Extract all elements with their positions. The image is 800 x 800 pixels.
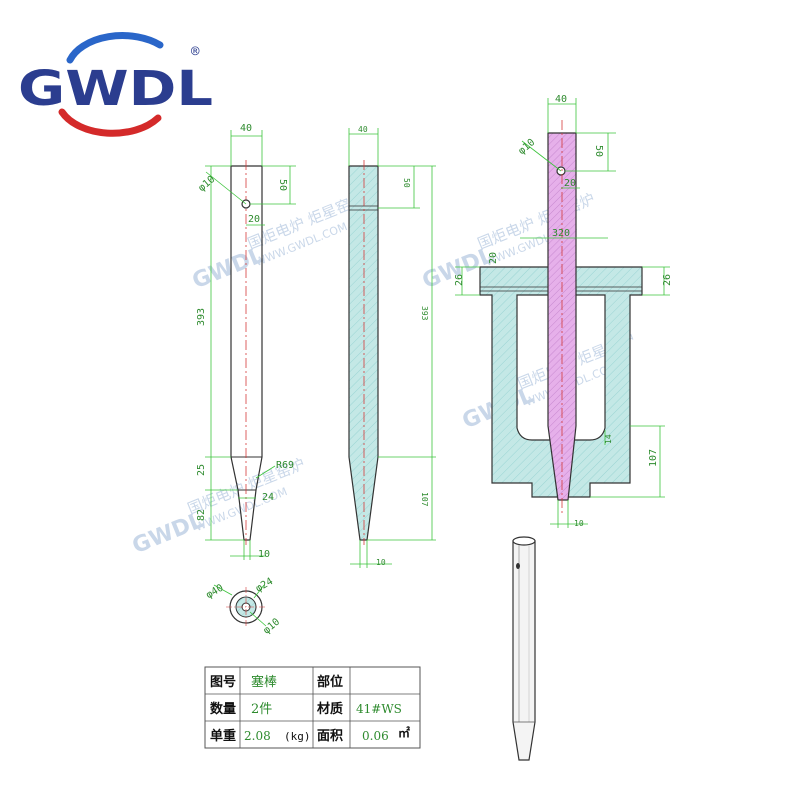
rod-body-filled — [348, 165, 379, 541]
dim-mid-dia: 24 — [262, 492, 274, 503]
logo-arc-blue-icon — [66, 32, 164, 64]
tb-key-part: 部位 — [317, 674, 343, 690]
title-block: 图号 塞棒 部位 数量 2件 材质 41#WS 单重 2.08 (kg) 面积 … — [204, 666, 421, 749]
dim-length-main: 393 — [196, 308, 207, 326]
tb-unit-weight: (kg) — [284, 730, 311, 743]
dim-tip-len: 82 — [196, 509, 207, 521]
dim-tip-width-2: 10 — [376, 558, 386, 567]
tb-val-quantity: 2件 — [251, 702, 272, 717]
dim-bottom-height-3: 107 — [648, 449, 659, 467]
dim-width-top-3: 40 — [555, 94, 567, 105]
dim-hole-offset-2: 50 — [402, 178, 411, 188]
dim-tip-width-3: 10 — [574, 519, 584, 528]
section-view: φ40 φ24 φ10 — [204, 576, 282, 637]
tb-key-area: 面积 — [317, 728, 343, 744]
tb-unit-area: ㎡ — [398, 725, 410, 740]
dim-outer-dia: φ40 — [204, 583, 225, 602]
logo-text: GWDL — [18, 61, 213, 117]
watermark-1: GWDL 国炬电炉 炬星窑炉 WWW.GWDL.COM — [189, 190, 368, 294]
dim-length-main-2: 393 — [420, 306, 429, 321]
registered-mark: ® — [191, 44, 200, 60]
view3-assembly: 40 φ10 50 20 320 26 20 26 14 107 10 — [454, 94, 673, 528]
dim-mid-dia-section: φ24 — [254, 576, 275, 595]
view2-rod-filled: 40 50 393 107 10 — [348, 125, 436, 568]
tb-key-drawing-no: 图号 — [210, 675, 236, 690]
dim-width-top-2: 40 — [358, 125, 368, 134]
dim-flange-left-3: 26 — [454, 274, 465, 286]
dim-hole-dia-3: φ10 — [516, 137, 537, 157]
tb-val-material: 41#WS — [356, 702, 402, 716]
brand-logo: GWDL ® — [18, 32, 213, 137]
dim-flange-right-3: 26 — [662, 274, 673, 286]
tb-key-quantity: 数量 — [210, 701, 236, 717]
tb-val-unit-weight: 2.08 — [244, 729, 271, 743]
dim-hole-offset: 50 — [277, 179, 288, 191]
dim-radius: R69 — [276, 460, 294, 471]
dim-tip-len-2: 107 — [420, 492, 429, 507]
dim-span-3: 320 — [552, 228, 570, 239]
dim-tip-width: 10 — [258, 549, 270, 560]
dim-inner-dia: φ10 — [261, 616, 282, 636]
tb-key-unit-weight: 单重 — [210, 728, 236, 744]
dim-hole-depth: 20 — [248, 214, 260, 225]
tb-key-material: 材质 — [317, 701, 343, 717]
dim-hole-depth-3: 20 — [564, 178, 576, 189]
rod-3d-illustration — [512, 536, 536, 761]
dim-hole-offset-3: 50 — [593, 145, 604, 157]
dim-width-top: 40 — [240, 123, 252, 134]
dim-taper-len: 25 — [196, 464, 207, 476]
dim-inner-3: 14 — [604, 434, 613, 444]
tb-val-drawing-no: 塞棒 — [251, 674, 277, 690]
dim-hole-dia: φ10 — [196, 174, 217, 194]
tb-val-area: 0.06 — [362, 729, 389, 743]
logo-arc-red-icon — [58, 108, 162, 137]
rod-3d-hole — [516, 563, 520, 569]
dim-flange-left2-3: 20 — [488, 252, 499, 264]
